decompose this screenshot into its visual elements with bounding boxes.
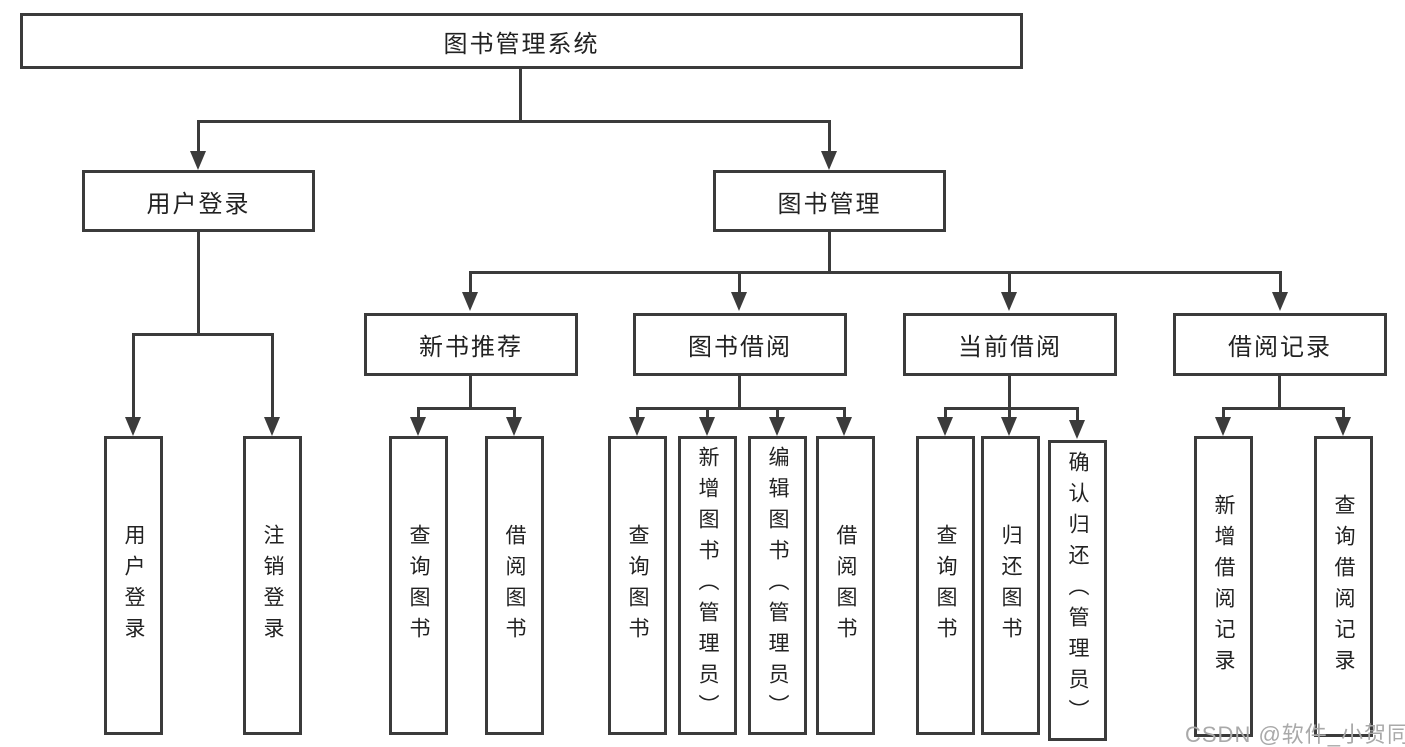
edge-line [469, 271, 472, 293]
arrow-down-icon [1001, 292, 1017, 311]
node-user-login: 用户登录 [82, 170, 315, 232]
node-label: 用户登录 [122, 523, 145, 648]
arrow-down-icon [769, 417, 785, 436]
arrow-down-icon [1335, 417, 1351, 436]
edge-line [706, 407, 709, 419]
node-label: 借阅记录 [1228, 334, 1332, 361]
arrow-down-icon [937, 417, 953, 436]
edge-line [271, 333, 274, 419]
node-label: 编辑图书（管理员） [766, 446, 789, 725]
edge-line [828, 120, 831, 154]
arrow-down-icon [1272, 292, 1288, 311]
arrow-down-icon [410, 417, 426, 436]
csdn-watermark: CSDN @软件_小贺同学 [1185, 722, 1405, 747]
edge-line [417, 407, 420, 419]
edge-line [738, 271, 741, 293]
node-label: 查询图书 [626, 523, 649, 648]
edge-line [1342, 407, 1345, 419]
leaf-return-books: 归还图书 [981, 436, 1040, 735]
edge-line [636, 407, 639, 419]
node-label: 注销登录 [261, 523, 284, 648]
edge-line [944, 407, 1079, 410]
node-label: 确认归还（管理员） [1066, 451, 1089, 730]
arrow-down-icon [731, 292, 747, 311]
edge-line [1222, 407, 1344, 410]
node-label: 查询借阅记录 [1332, 493, 1355, 680]
leaf-confirm-return-admin: 确认归还（管理员） [1048, 440, 1107, 741]
leaf-query-borrow-record: 查询借阅记录 [1314, 436, 1373, 737]
edge-line [776, 407, 779, 419]
edge-line [197, 232, 200, 335]
edge-line [1222, 407, 1225, 419]
leaf-query-books-recommend: 查询图书 [389, 436, 448, 735]
arrow-down-icon [1215, 417, 1231, 436]
node-label: 查询图书 [934, 523, 957, 648]
node-label: 查询图书 [407, 523, 430, 648]
node-new-book-recommendation: 新书推荐 [364, 313, 578, 376]
edge-line [944, 407, 947, 419]
arrow-down-icon [836, 417, 852, 436]
edge-line [469, 271, 1282, 274]
node-label: 当前借阅 [958, 334, 1062, 361]
arrow-down-icon [190, 151, 206, 170]
arrow-down-icon [821, 151, 837, 170]
edge-line [469, 376, 472, 409]
node-borrowing-records: 借阅记录 [1173, 313, 1387, 376]
arrow-down-icon [1001, 417, 1017, 436]
node-current-borrowing: 当前借阅 [903, 313, 1117, 376]
arrow-down-icon [506, 417, 522, 436]
node-label: 图书借阅 [688, 334, 792, 361]
leaf-edit-books-admin: 编辑图书（管理员） [748, 436, 807, 735]
node-label: 新增借阅记录 [1212, 493, 1235, 680]
node-book-management: 图书管理 [713, 170, 946, 232]
node-label: 借阅图书 [834, 523, 857, 648]
node-label: 图书管理系统 [443, 30, 600, 58]
arrow-down-icon [629, 417, 645, 436]
node-label: 新增图书（管理员） [696, 446, 719, 725]
node-label: 图书管理 [777, 190, 882, 218]
leaf-query-books-borrowing: 查询图书 [608, 436, 667, 735]
node-label: 新书推荐 [419, 334, 523, 361]
arrow-down-icon [1069, 420, 1085, 439]
node-book-borrowing: 图书借阅 [633, 313, 847, 376]
arrow-down-icon [462, 292, 478, 311]
node-library-management-system: 图书管理系统 [20, 13, 1023, 69]
node-label: 用户登录 [146, 190, 251, 218]
edge-line [1008, 271, 1011, 293]
edge-line [828, 232, 831, 274]
leaf-logout: 注销登录 [243, 436, 302, 735]
arrow-down-icon [699, 417, 715, 436]
edge-line [132, 333, 135, 419]
leaf-user-login: 用户登录 [104, 436, 163, 735]
leaf-query-books-current: 查询图书 [916, 436, 975, 735]
edge-line [843, 407, 846, 419]
edge-line [636, 407, 846, 410]
edge-line [417, 407, 516, 410]
leaf-borrow-books-recommend: 借阅图书 [485, 436, 544, 735]
edge-line [197, 120, 831, 123]
leaf-borrow-books: 借阅图书 [816, 436, 875, 735]
edge-line [513, 407, 516, 419]
edge-line [132, 333, 274, 336]
edge-line [1278, 376, 1281, 409]
edge-line [519, 66, 522, 120]
node-label: 归还图书 [999, 523, 1022, 648]
edge-line [1279, 271, 1282, 293]
arrow-down-icon [125, 417, 141, 436]
leaf-add-books-admin: 新增图书（管理员） [678, 436, 737, 735]
edge-line [1076, 407, 1079, 421]
edge-line [1008, 376, 1011, 409]
node-label: 借阅图书 [503, 523, 526, 648]
edge-line [197, 120, 200, 154]
edge-line [738, 376, 741, 409]
arrow-down-icon [264, 417, 280, 436]
edge-line [1008, 407, 1011, 419]
leaf-add-borrow-record: 新增借阅记录 [1194, 436, 1253, 737]
